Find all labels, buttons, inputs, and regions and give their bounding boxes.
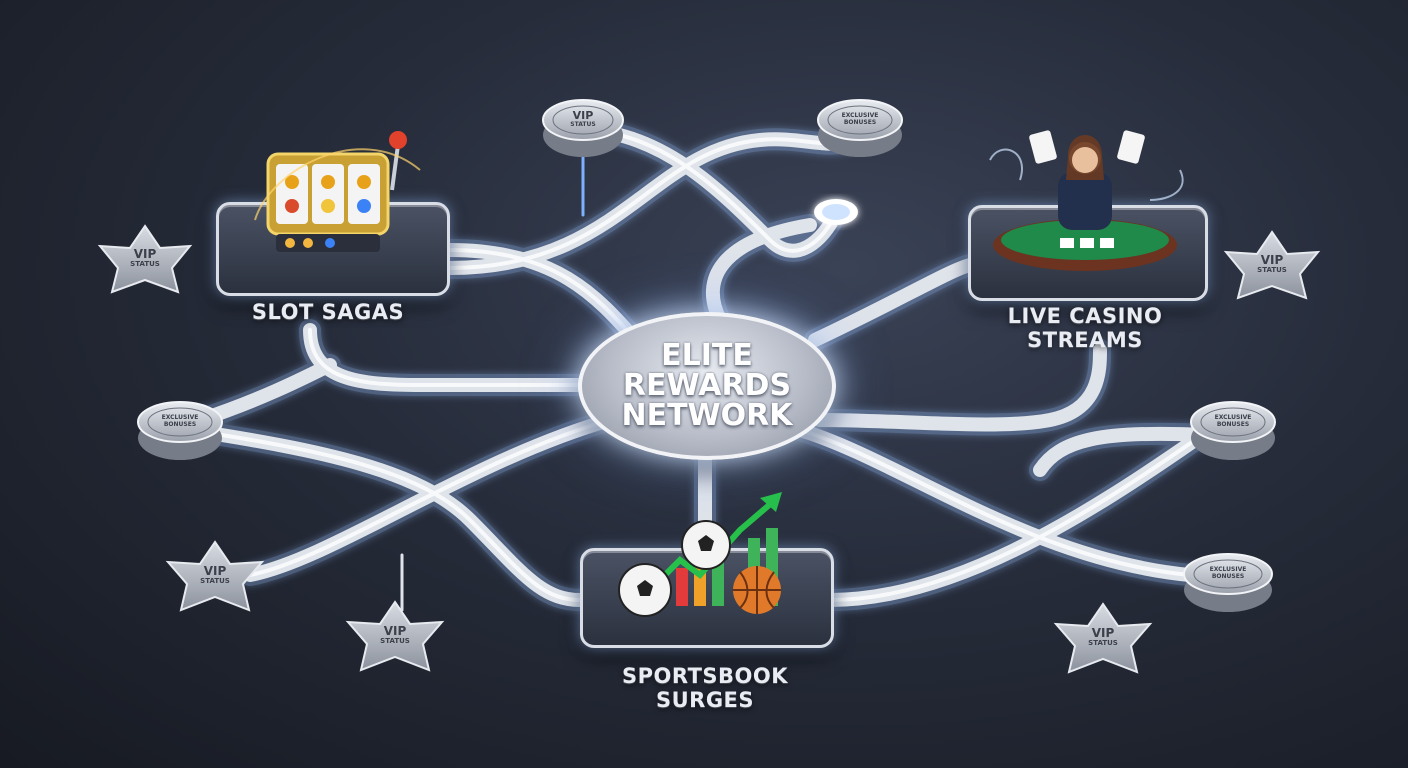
sportsbook-label-line1: SPORTSBOOK <box>621 664 789 688</box>
live-casino-label-line1: LIVE CASINO <box>1007 304 1163 328</box>
vip-badge-text: VIP STATUS <box>1088 626 1118 647</box>
vip-status-coin-icon <box>542 99 624 157</box>
sportsbook-label-line2: SURGES <box>655 688 755 712</box>
exclusive-coin-text: EXCLUSIVE BONUSES <box>1209 566 1247 580</box>
vip-status-badge-icon <box>97 224 193 294</box>
vip-coin-text: VIP STATUS <box>570 109 596 128</box>
live-casino-platform[interactable] <box>968 205 1208 301</box>
vip-status-badge-icon <box>165 540 265 612</box>
vip-badge-text: VIP STATUS <box>200 564 230 585</box>
exclusive-coin-text: EXCLUSIVE BONUSES <box>1214 414 1252 428</box>
vip-badge-text: VIP STATUS <box>380 624 410 645</box>
live-casino-label-line2: STREAMS <box>1027 328 1143 352</box>
hub-title-line3: NETWORK <box>621 398 793 433</box>
exclusive-bonuses-coin-icon <box>1190 401 1276 460</box>
vip-status-badge-icon <box>345 600 445 672</box>
junction-light-icon <box>814 199 858 225</box>
exclusive-bonuses-coin-icon <box>137 401 223 460</box>
slot-sagas-label: SLOT SAGAS <box>251 300 405 324</box>
slot-sagas-platform[interactable] <box>216 202 450 296</box>
exclusive-bonuses-coin-icon <box>1183 553 1273 612</box>
vip-badge-text: VIP STATUS <box>130 247 160 268</box>
exclusive-coin-text: EXCLUSIVE BONUSES <box>161 414 199 428</box>
vip-status-badge-icon <box>1223 230 1321 300</box>
vip-badge-text: VIP STATUS <box>1257 253 1287 274</box>
sportsbook-platform[interactable] <box>580 548 834 648</box>
elite-rewards-network-hub[interactable]: ELITE REWARDS NETWORK <box>578 312 836 460</box>
hub-title-line2: REWARDS <box>622 368 792 403</box>
exclusive-bonuses-coin-icon <box>817 99 903 157</box>
exclusive-coin-text: EXCLUSIVE BONUSES <box>841 112 879 126</box>
hub-title-line1: ELITE <box>661 338 753 373</box>
vip-status-badge-icon <box>1053 602 1153 674</box>
